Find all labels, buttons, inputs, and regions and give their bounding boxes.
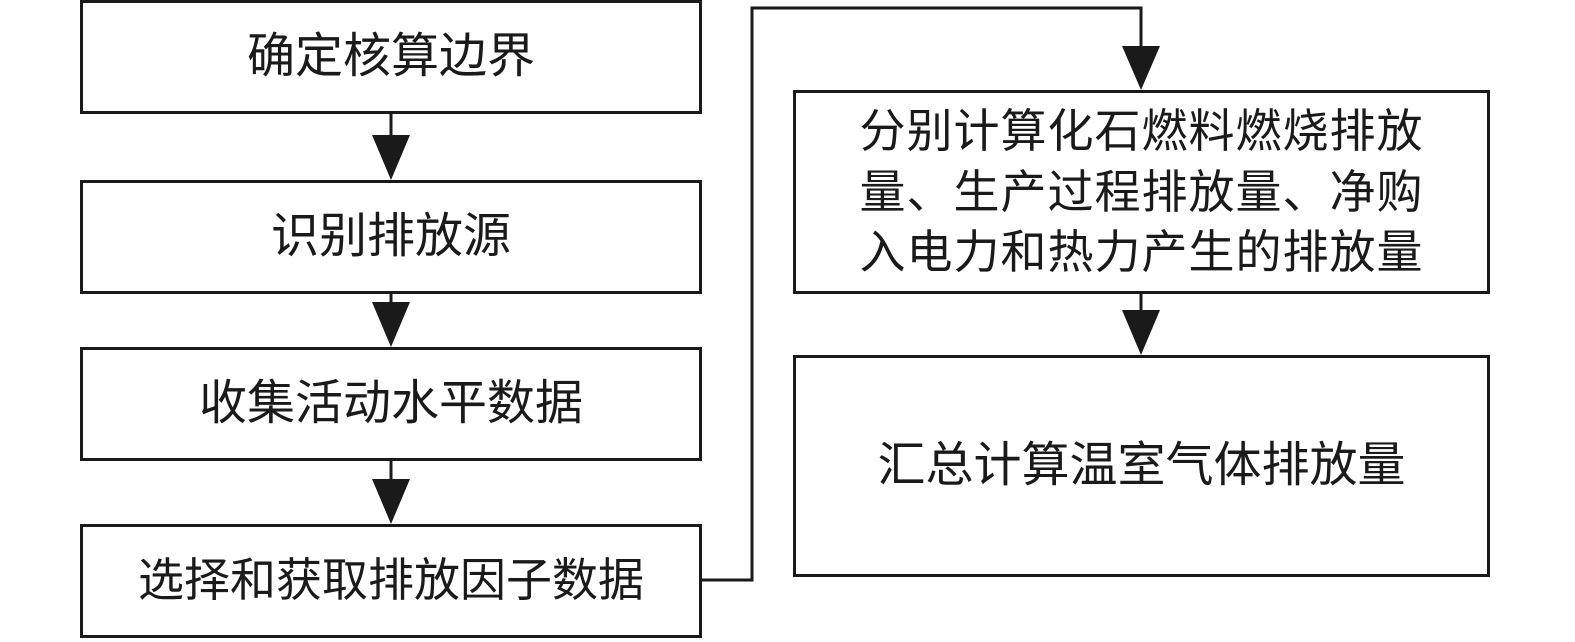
step-label: 选择和获取排放因子数据: [138, 553, 644, 608]
step-label: 确定核算边界: [246, 28, 535, 85]
step-calculate-emissions: 分别计算化石燃料燃烧排放 量、生产过程排放量、净购 入电力和热力产生的排放量: [793, 90, 1490, 294]
step-label: 识别排放源: [270, 208, 511, 265]
step-label: 汇总计算温室气体排放量: [877, 437, 1406, 494]
step-label-line: 量、生产过程排放量、净购: [859, 164, 1424, 219]
step-label-block: 分别计算化石燃料燃烧排放 量、生产过程排放量、净购 入电力和热力产生的排放量: [860, 101, 1424, 283]
arrow-5-to-6: [1122, 294, 1160, 355]
step-define-boundary: 确定核算边界: [80, 0, 702, 114]
step-summarize-ghg-emissions: 汇总计算温室气体排放量: [793, 355, 1490, 577]
step-collect-activity-data: 收集活动水平数据: [80, 347, 702, 461]
step-label-line: 入电力和热力产生的排放量: [859, 225, 1424, 280]
step-select-emission-factors: 选择和获取排放因子数据: [80, 524, 702, 638]
arrow-1-to-2: [372, 114, 410, 180]
step-label: 收集活动水平数据: [198, 375, 583, 432]
arrow-3-to-4: [372, 461, 410, 524]
step-label-line: 分别计算化石燃料燃烧排放: [859, 103, 1424, 158]
arrow-2-to-3: [372, 294, 410, 347]
step-identify-sources: 识别排放源: [80, 180, 702, 294]
